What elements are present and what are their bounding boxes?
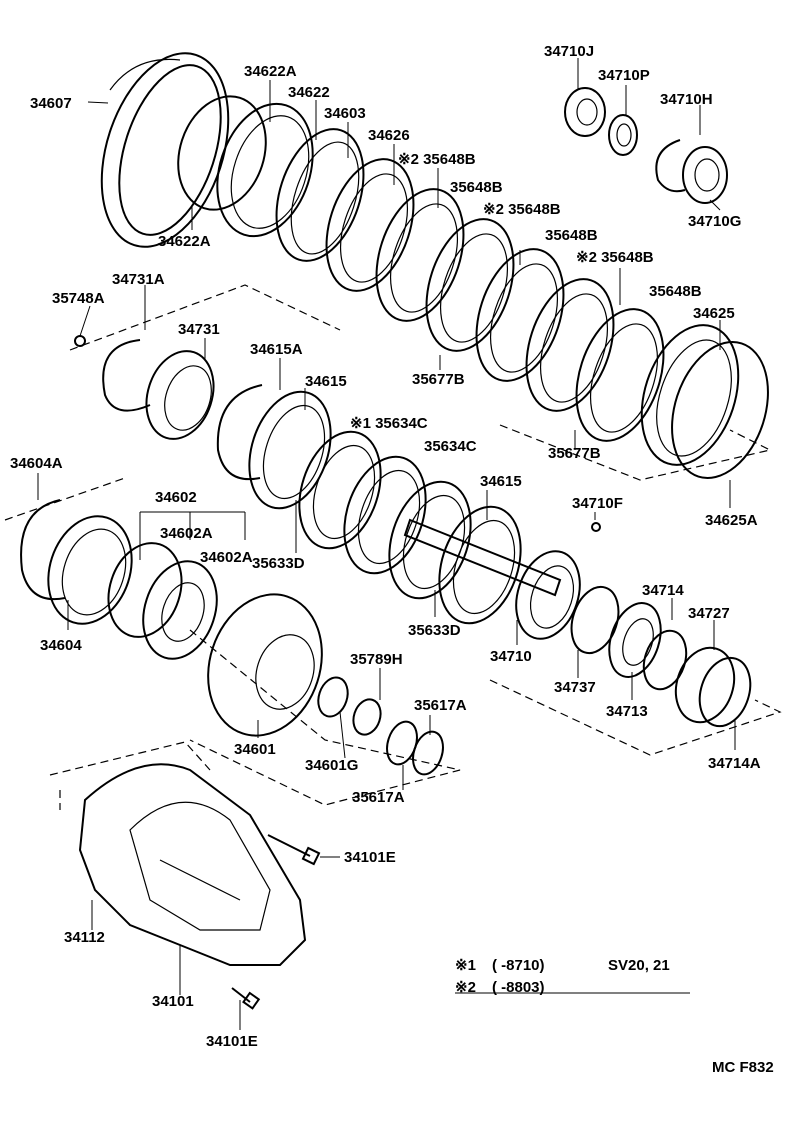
clutch-plate-stack-top [325, 158, 665, 442]
leader-lines [37, 58, 736, 1030]
label-34622A-bottom: 34622A [158, 233, 211, 250]
label-35648B-a: 35648B [450, 179, 503, 196]
label-34710H: 34710H [660, 91, 713, 108]
label-34101E-b: 34101E [206, 1033, 258, 1050]
pin-34710F [591, 522, 601, 532]
note-1-mark: ※1 [455, 957, 476, 974]
label-35633D-a: 35633D [252, 555, 305, 572]
shaft-34710 [403, 518, 581, 640]
piston-34604 [47, 515, 133, 625]
label-34615-b: 34615 [480, 473, 522, 490]
label-34714A: 34714A [708, 755, 761, 772]
label-34713: 34713 [606, 703, 648, 720]
label-35617A-a: 35617A [414, 697, 467, 714]
label-34603: 34603 [324, 105, 366, 122]
plate-34615 [248, 390, 332, 510]
spring-retainer-34603 [275, 128, 365, 262]
snap-ring-34625A [671, 340, 769, 480]
label-34710: 34710 [490, 648, 532, 665]
diagram-code: MC F832 [712, 1059, 774, 1076]
bolt-34101E-top [267, 834, 321, 866]
label-34101: 34101 [152, 993, 194, 1010]
label-34626: 34626 [368, 127, 410, 144]
snap-ring-34604A [20, 499, 66, 601]
label-34601: 34601 [234, 741, 276, 758]
label-34101E-a: 34101E [344, 849, 396, 866]
case-34101 [78, 763, 307, 966]
snap-ring-34731A [102, 339, 151, 412]
label-34615A: 34615A [250, 341, 303, 358]
label-35677B-a: 35677B [412, 371, 465, 388]
label-34710P: 34710P [598, 67, 650, 84]
one-way-clutch-34731 [145, 350, 215, 440]
label-35789H: 35789H [350, 651, 403, 668]
note-1-models: SV20, 21 [608, 957, 670, 974]
bearing-34737 [570, 585, 620, 655]
race-34713 [642, 629, 688, 691]
bushing-34601G [317, 676, 349, 718]
label-34727: 34727 [688, 605, 730, 622]
lock-plate-34710P [608, 114, 638, 156]
label-34602: 34602 [155, 489, 197, 506]
label-34601G: 34601G [305, 757, 358, 774]
label-35648B-b: 35648B [545, 227, 598, 244]
clutch-plate-stack-middle [298, 430, 522, 625]
label-34737: 34737 [554, 679, 596, 696]
part-number-labels: 34607 34622A 34622 34603 34626 ※2 35648B… [10, 43, 761, 1050]
label-34607: 34607 [30, 95, 72, 112]
sun-gear-34714 [608, 602, 662, 678]
seal-34602 [107, 542, 183, 638]
flange-34625 [640, 324, 740, 466]
drum-34601 [207, 593, 323, 737]
snap-ring-34710H [655, 139, 686, 193]
label-34710F: 34710F [572, 495, 623, 512]
label-34731A: 34731A [112, 271, 165, 288]
label-35633D-b: 35633D [408, 622, 461, 639]
snap-ring-34615A [216, 384, 263, 481]
label-35648B-n2a: ※2 35648B [398, 151, 476, 168]
note-2-range: ( -8803) [492, 979, 545, 996]
label-34602A-b: 34602A [200, 549, 253, 566]
footnotes: ※1 ( -8710) SV20, 21 ※2 ( -8803) [455, 957, 670, 996]
label-34604A: 34604A [10, 455, 63, 472]
washer-35789H [352, 698, 382, 736]
label-35648B-n2c: ※2 35648B [576, 249, 654, 266]
label-34615-a: 34615 [305, 373, 347, 390]
thrust-washer-34727 [674, 646, 736, 724]
pin-35748A [74, 335, 86, 347]
label-34731: 34731 [178, 321, 220, 338]
label-35634C: 35634C [424, 438, 477, 455]
seal-34602A [142, 560, 218, 660]
nut-34710J [564, 87, 606, 137]
label-35748A: 35748A [52, 290, 105, 307]
label-34112: 34112 [64, 929, 105, 946]
label-34625: 34625 [693, 305, 735, 322]
label-34602A-a: 34602A [160, 525, 213, 542]
drum-34607 [100, 52, 230, 248]
label-34625A: 34625A [705, 512, 758, 529]
snap-ring-34622A [177, 95, 267, 211]
assembly-boundary-lines [4, 284, 782, 810]
label-34622: 34622 [288, 84, 330, 101]
note-1-range: ( -8710) [492, 957, 545, 974]
label-35617A-b: 35617A [352, 789, 405, 806]
label-34604: 34604 [40, 637, 82, 654]
seal-rings-35617A [386, 720, 444, 776]
snap-ring-34714A [698, 656, 752, 728]
label-34622A-top: 34622A [244, 63, 297, 80]
piston-34622 [216, 102, 314, 238]
label-35648B-n2b: ※2 35648B [483, 201, 561, 218]
note-2-mark: ※2 [455, 979, 476, 996]
label-35634C-n1: ※1 35634C [350, 415, 428, 432]
label-35677B-b: 35677B [548, 445, 601, 462]
label-34714: 34714 [642, 582, 684, 599]
bearing-34710G [682, 146, 728, 204]
label-34710J: 34710J [544, 43, 594, 60]
label-34710G: 34710G [688, 213, 741, 230]
bolt-34101E-bottom [231, 987, 261, 1010]
label-35648B-c: 35648B [649, 283, 702, 300]
